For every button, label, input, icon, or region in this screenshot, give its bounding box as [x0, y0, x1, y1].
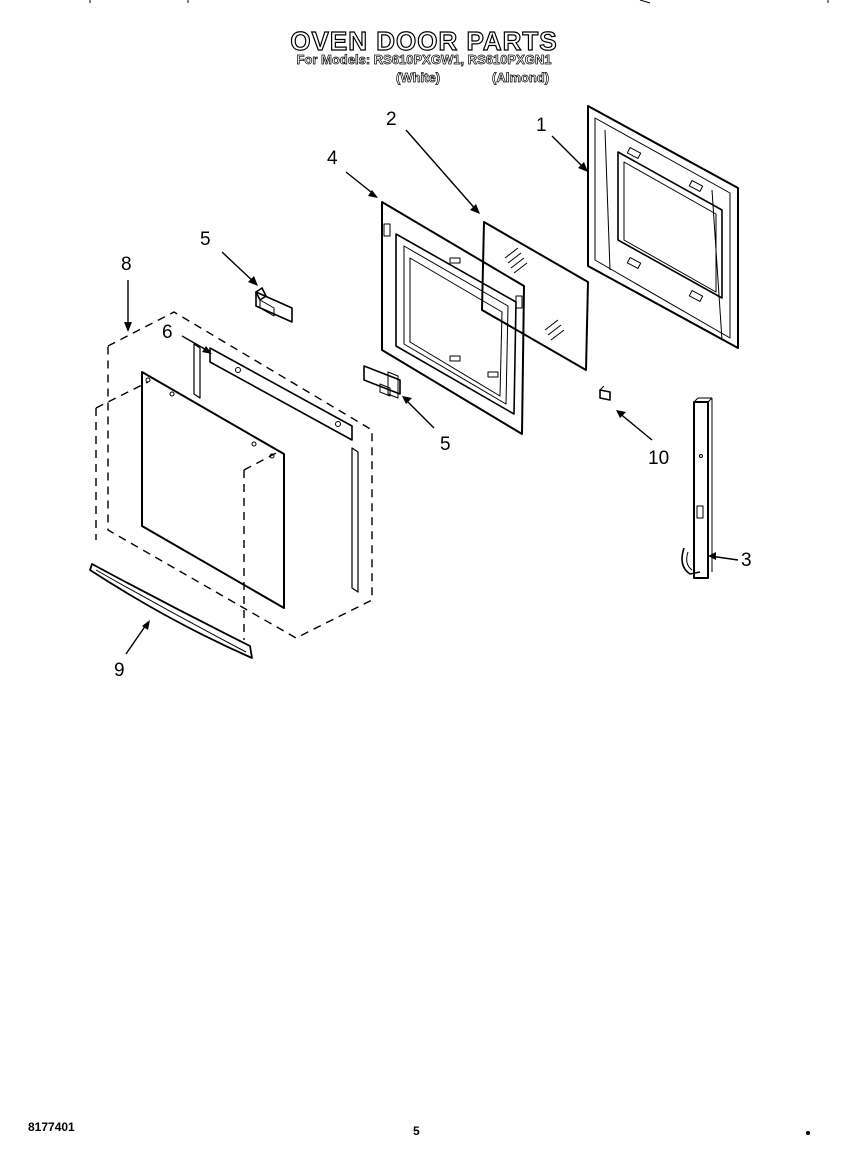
variant-white: (White) [396, 70, 441, 86]
scan-mark [806, 1131, 810, 1135]
part-outer-glass [141, 371, 285, 609]
document-number: 8177401 [28, 1120, 75, 1134]
callout-5a: 5 [200, 229, 211, 250]
callout-2: 2 [386, 109, 397, 130]
part-inner-door-frame [381, 201, 525, 435]
callout-10: 10 [648, 448, 669, 469]
callout-1: 1 [536, 115, 547, 136]
leader-arrowheads [124, 162, 716, 630]
callout-5b: 5 [440, 434, 451, 455]
part-door-hinge [681, 397, 713, 579]
part-outer-door-panel [587, 105, 739, 349]
part-bumper [599, 385, 611, 401]
part-hinge-receptacle-lower [363, 365, 401, 399]
models-subtitle: For Models: RS610PXGW1, RS610PXGN1 [296, 52, 552, 68]
callout-3: 3 [741, 550, 752, 571]
callout-labels: 1 2 3 4 5 5 6 8 9 10 [114, 109, 752, 681]
part-hinge-receptacle-upper [255, 287, 293, 323]
page-number: 5 [413, 1124, 420, 1138]
callout-4: 4 [327, 148, 338, 169]
callout-8: 8 [121, 254, 132, 275]
leader-lines [125, 129, 739, 655]
part-outer-door-assembly-outline [95, 311, 373, 640]
variant-almond: (Almond) [492, 70, 550, 86]
scan-edge-marks [89, 0, 829, 4]
part-door-trim [193, 343, 359, 593]
part-door-handle [89, 563, 253, 659]
part-door-glass [481, 221, 589, 371]
callout-6: 6 [162, 322, 173, 343]
page-title: OVEN DOOR PARTS [290, 25, 558, 56]
callout-9: 9 [114, 660, 125, 681]
